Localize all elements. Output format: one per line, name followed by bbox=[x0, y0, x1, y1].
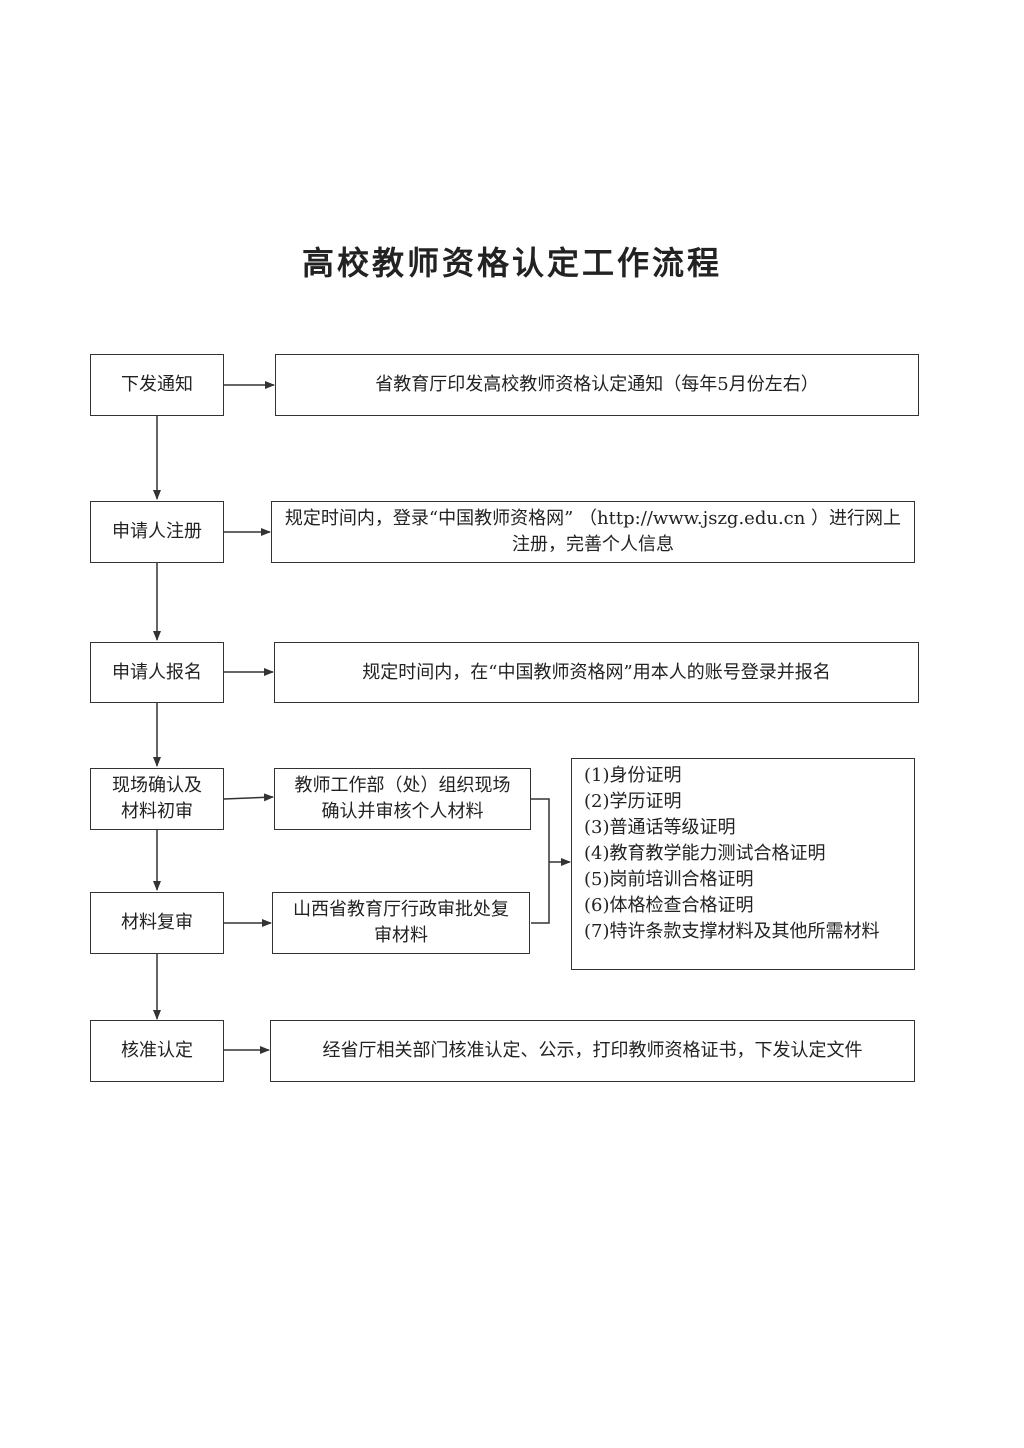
detail-notice: 省教育厅印发高校教师资格认定通知（每年5月份左右） bbox=[275, 354, 919, 416]
step-register: 申请人注册 bbox=[90, 501, 224, 563]
page-title: 高校教师资格认定工作流程 bbox=[301, 244, 722, 282]
step-review: 材料复审 bbox=[90, 892, 224, 954]
step-notice: 下发通知 bbox=[90, 354, 224, 416]
detail-register: 规定时间内，登录“中国教师资格网” （http://www.jszg.edu.c… bbox=[271, 501, 915, 563]
detail-onsite-confirm: 教师工作部（处）组织现场确认并审核个人材料 bbox=[274, 768, 531, 830]
list-item: (1)身份证明 bbox=[584, 765, 682, 786]
detail-review: 山西省教育厅行政审批处复审材料 bbox=[272, 892, 530, 954]
list-item: (3)普通话等级证明 bbox=[584, 817, 736, 838]
step-approval: 核准认定 bbox=[90, 1020, 224, 1082]
materials-list: (1)身份证明 (2)学历证明 (3)普通话等级证明 (4)教育教学能力测试合格… bbox=[571, 758, 915, 970]
list-item: (7)特许条款支撑材料及其他所需材料 bbox=[584, 921, 880, 942]
detail-apply: 规定时间内，在“中国教师资格网”用本人的账号登录并报名 bbox=[274, 642, 919, 703]
step-apply: 申请人报名 bbox=[90, 642, 224, 703]
step-onsite-confirm: 现场确认及材料初审 bbox=[90, 768, 224, 830]
list-item: (2)学历证明 bbox=[584, 791, 682, 812]
detail-approval: 经省厅相关部门核准认定、公示，打印教师资格证书，下发认定文件 bbox=[270, 1020, 915, 1082]
list-item: (6)体格检查合格证明 bbox=[584, 895, 754, 916]
list-item: (5)岗前培训合格证明 bbox=[584, 869, 754, 890]
list-item: (4)教育教学能力测试合格证明 bbox=[584, 843, 826, 864]
